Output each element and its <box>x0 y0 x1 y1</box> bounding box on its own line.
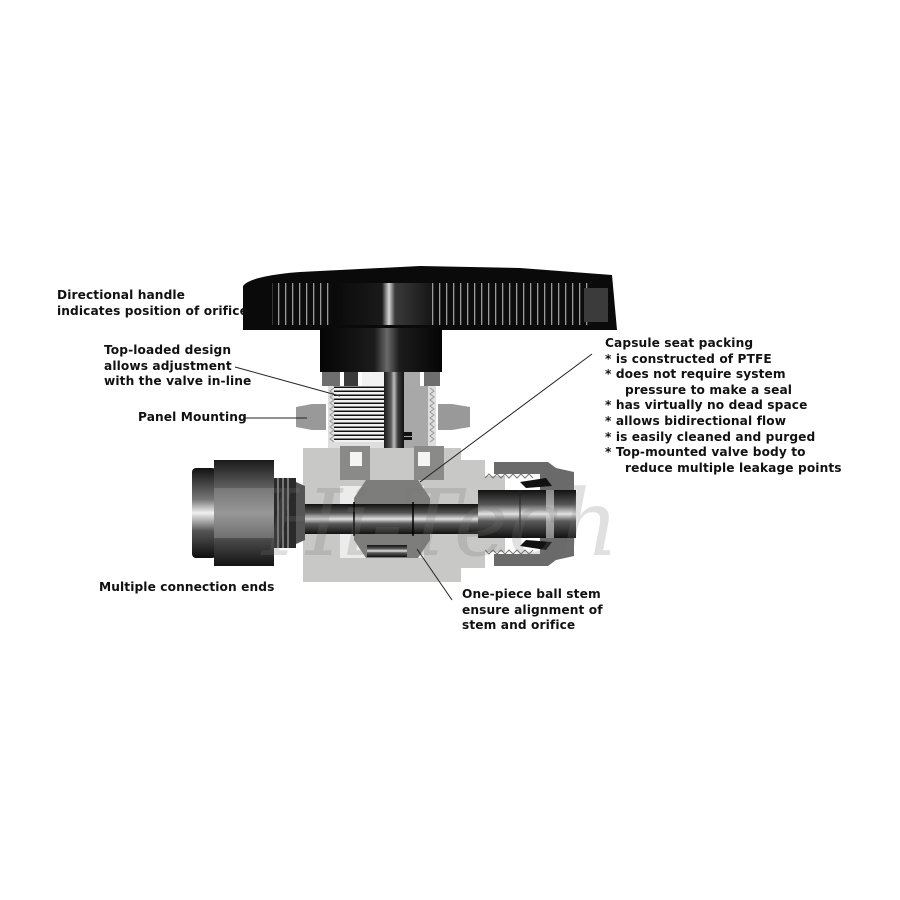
bonnet <box>328 386 436 450</box>
panel-mounting-nut-right <box>438 404 470 430</box>
callout-bullet: * Top-mounted valve body to <box>605 445 806 460</box>
callout-connection-ends: Multiple connection ends <box>99 580 274 596</box>
callout-line: allows adjustment <box>104 358 232 373</box>
watermark: Hi-Tech <box>260 470 619 577</box>
panel-mounting-nut-left <box>296 404 326 430</box>
callout-line: Panel Mounting <box>138 410 247 424</box>
callout-bullet: * does not require system <box>605 367 786 382</box>
callout-line: Directional handle <box>57 288 186 302</box>
callout-capsule-seat-packing: Capsule seat packing * is constructed of… <box>605 336 842 476</box>
directional-handle <box>243 266 617 330</box>
callout-title: Capsule seat packing <box>605 336 754 350</box>
callout-line: stem and orifice <box>462 618 576 633</box>
leader-ball-stem <box>416 548 453 601</box>
callout-bullet: * allows bidirectional flow <box>605 413 787 428</box>
leader-lines <box>234 353 593 601</box>
callout-top-loaded-design: Top-loaded design allows adjustment with… <box>104 343 251 390</box>
callout-panel-mounting: Panel Mounting <box>138 410 247 426</box>
callout-line: ensure alignment of <box>462 602 603 617</box>
left-connection-fitting <box>192 460 305 566</box>
leader-capsule-seat <box>419 353 593 483</box>
callout-bullet: * is easily cleaned and purged <box>605 429 816 444</box>
callout-line: Multiple connection ends <box>99 580 275 594</box>
callout-line: One-piece ball stem <box>462 587 601 601</box>
flow-bore <box>303 504 503 534</box>
callout-bullet: * has virtually no dead space <box>605 398 808 413</box>
callout-line: Top-loaded design <box>104 343 232 357</box>
callout-line: indicates position of orifice <box>57 303 248 318</box>
callout-bullet-continuation: reduce multiple leakage points <box>625 460 842 475</box>
callout-directional-handle: Directional handle indicates position of… <box>57 288 248 319</box>
leader-top-loaded <box>234 366 341 397</box>
callout-bullet-continuation: pressure to make a seal <box>625 382 793 397</box>
callout-line: with the valve in-line <box>104 374 252 389</box>
callout-bullet: * is constructed of PTFE <box>605 351 772 366</box>
callout-ball-stem: One-piece ball stem ensure alignment of … <box>462 587 603 634</box>
right-connection-fitting <box>478 462 576 566</box>
handle-hub <box>320 328 442 386</box>
